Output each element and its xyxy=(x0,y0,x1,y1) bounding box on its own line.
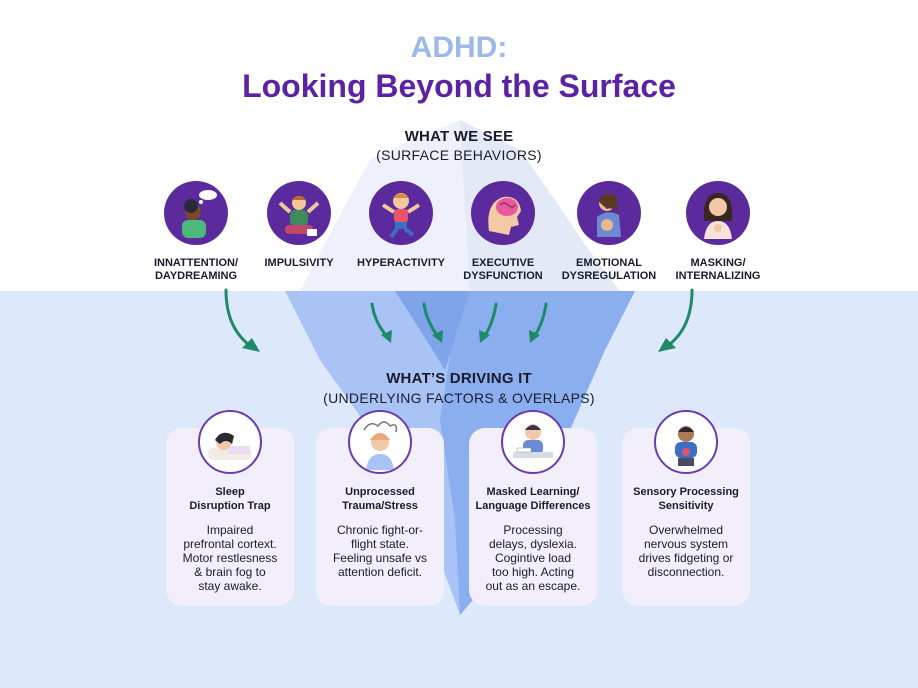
factor-desc-line: Impaired xyxy=(206,523,254,537)
studying-child-icon xyxy=(501,410,565,474)
arrowhead-2 xyxy=(432,330,443,343)
factor-title-line1: Sensory Processing xyxy=(633,486,739,498)
behavior-label-line1: HYPERACTIVITY xyxy=(356,257,445,269)
behavior-label-line2: DYSREGULATION xyxy=(561,270,657,282)
behavior-inattention: INNATTENTION/ DAYDREAMING xyxy=(136,181,256,283)
factor-title-line2: Sensitivity xyxy=(658,500,714,512)
behavior-label-line1: INNATTENTION/ xyxy=(153,257,239,269)
arrow-left-curve xyxy=(224,288,254,349)
behavior-label-line1: EMOTIONAL xyxy=(576,257,642,269)
impulsive-child-icon xyxy=(267,181,331,245)
title-line-2: Looking Beyond the Surface xyxy=(242,68,676,104)
brain-head-icon xyxy=(471,181,535,245)
factor-desc-line: out as an escape. xyxy=(485,579,581,593)
behavior-impulsivity: IMPULSIVITY xyxy=(239,181,359,270)
arrow-right-curve xyxy=(664,288,694,349)
factor-title-line2: Disruption Trap xyxy=(189,500,271,512)
factor-desc-line: Cogintive load xyxy=(494,551,572,565)
factor-title-line1: Masked Learning/ xyxy=(486,486,580,498)
factor-desc-line: attention deficit. xyxy=(337,565,423,579)
behavior-label-line1: IMPULSIVITY xyxy=(264,257,334,269)
masking-woman-icon xyxy=(686,181,750,245)
factor-title-line2: Language Differences xyxy=(475,500,591,512)
factor-desc-line: stay awake. xyxy=(198,579,262,593)
surface-heading: WHAT WE SEE xyxy=(404,128,514,145)
surface-subheading: (SURFACE BEHAVIORS) xyxy=(376,147,542,163)
factor-desc-line: delays, dyslexia. xyxy=(488,537,578,551)
daydreaming-person-icon xyxy=(164,181,228,245)
arrowhead-3 xyxy=(479,330,490,343)
arrowheads-group xyxy=(242,330,676,352)
factor-desc-line: Chronic fight-or- xyxy=(336,523,424,537)
underlying-subheading: (UNDERLYING FACTORS & OVERLAPS) xyxy=(323,390,595,406)
arrowhead-4 xyxy=(529,330,540,343)
factor-desc-line: Processing xyxy=(503,523,563,537)
factor-title-line1: Sleep xyxy=(215,486,245,498)
behavior-label-line2: INTERNALIZING xyxy=(675,270,761,282)
factor-desc-line: Feeling unsafe vs xyxy=(332,551,428,565)
arrowhead-left xyxy=(242,338,260,352)
sleeping-person-icon xyxy=(198,410,262,474)
fidgeting-child-icon xyxy=(654,410,718,474)
factor-desc-line: nervous system xyxy=(643,537,729,551)
arrowhead-1 xyxy=(381,330,392,343)
factor-card-learning: Masked Learning/ Language Differences Pr… xyxy=(469,410,597,606)
factor-title-line1: Unprocessed xyxy=(345,486,415,498)
behavior-label-line2: DYSFUNCTION xyxy=(463,270,543,282)
jumping-child-icon xyxy=(369,181,433,245)
factor-card-trauma: Unprocessed Trauma/Stress Chronic fight-… xyxy=(316,410,444,606)
behavior-masking: MASKING/ INTERNALIZING xyxy=(658,181,778,283)
upset-person-icon xyxy=(577,181,641,245)
factor-card-sleep: Sleep Disruption Trap Impaired prefronta… xyxy=(166,410,294,606)
factor-desc-line: Motor restlesness xyxy=(182,551,278,565)
factor-desc-line: Overwhelmed xyxy=(648,523,724,537)
behavior-label-line1: EXECUTIVE xyxy=(471,257,535,269)
factor-desc-line: disconnection. xyxy=(647,565,725,579)
stressed-person-icon xyxy=(348,410,412,474)
behavior-emotional-dysregulation: EMOTIONAL DYSREGULATION xyxy=(549,181,669,283)
factor-desc-line: drives fidgeting or xyxy=(638,551,734,565)
factor-title-line2: Trauma/Stress xyxy=(342,500,418,512)
behavior-label-line1: MASKING/ xyxy=(690,257,746,269)
factor-desc-line: & brain fog to xyxy=(194,565,266,579)
factor-card-sensory: Sensory Processing Sensitivity Overwhelm… xyxy=(622,410,750,606)
behavior-label-line2: DAYDREAMING xyxy=(154,270,238,282)
factor-desc-line: too high. Acting xyxy=(491,565,575,579)
factor-desc-line: flight state. xyxy=(350,537,410,551)
title-line-1: ADHD: xyxy=(410,31,508,64)
behavior-hyperactivity: HYPERACTIVITY xyxy=(341,181,461,270)
behavior-executive-dysfunction: EXECUTIVE DYSFUNCTION xyxy=(443,181,563,283)
iceberg-tip-shade xyxy=(460,120,620,291)
factor-desc-line: prefrontal cortext. xyxy=(183,537,277,551)
underlying-heading: WHAT’S DRIVING IT xyxy=(386,370,532,387)
arrowhead-right xyxy=(658,338,676,352)
